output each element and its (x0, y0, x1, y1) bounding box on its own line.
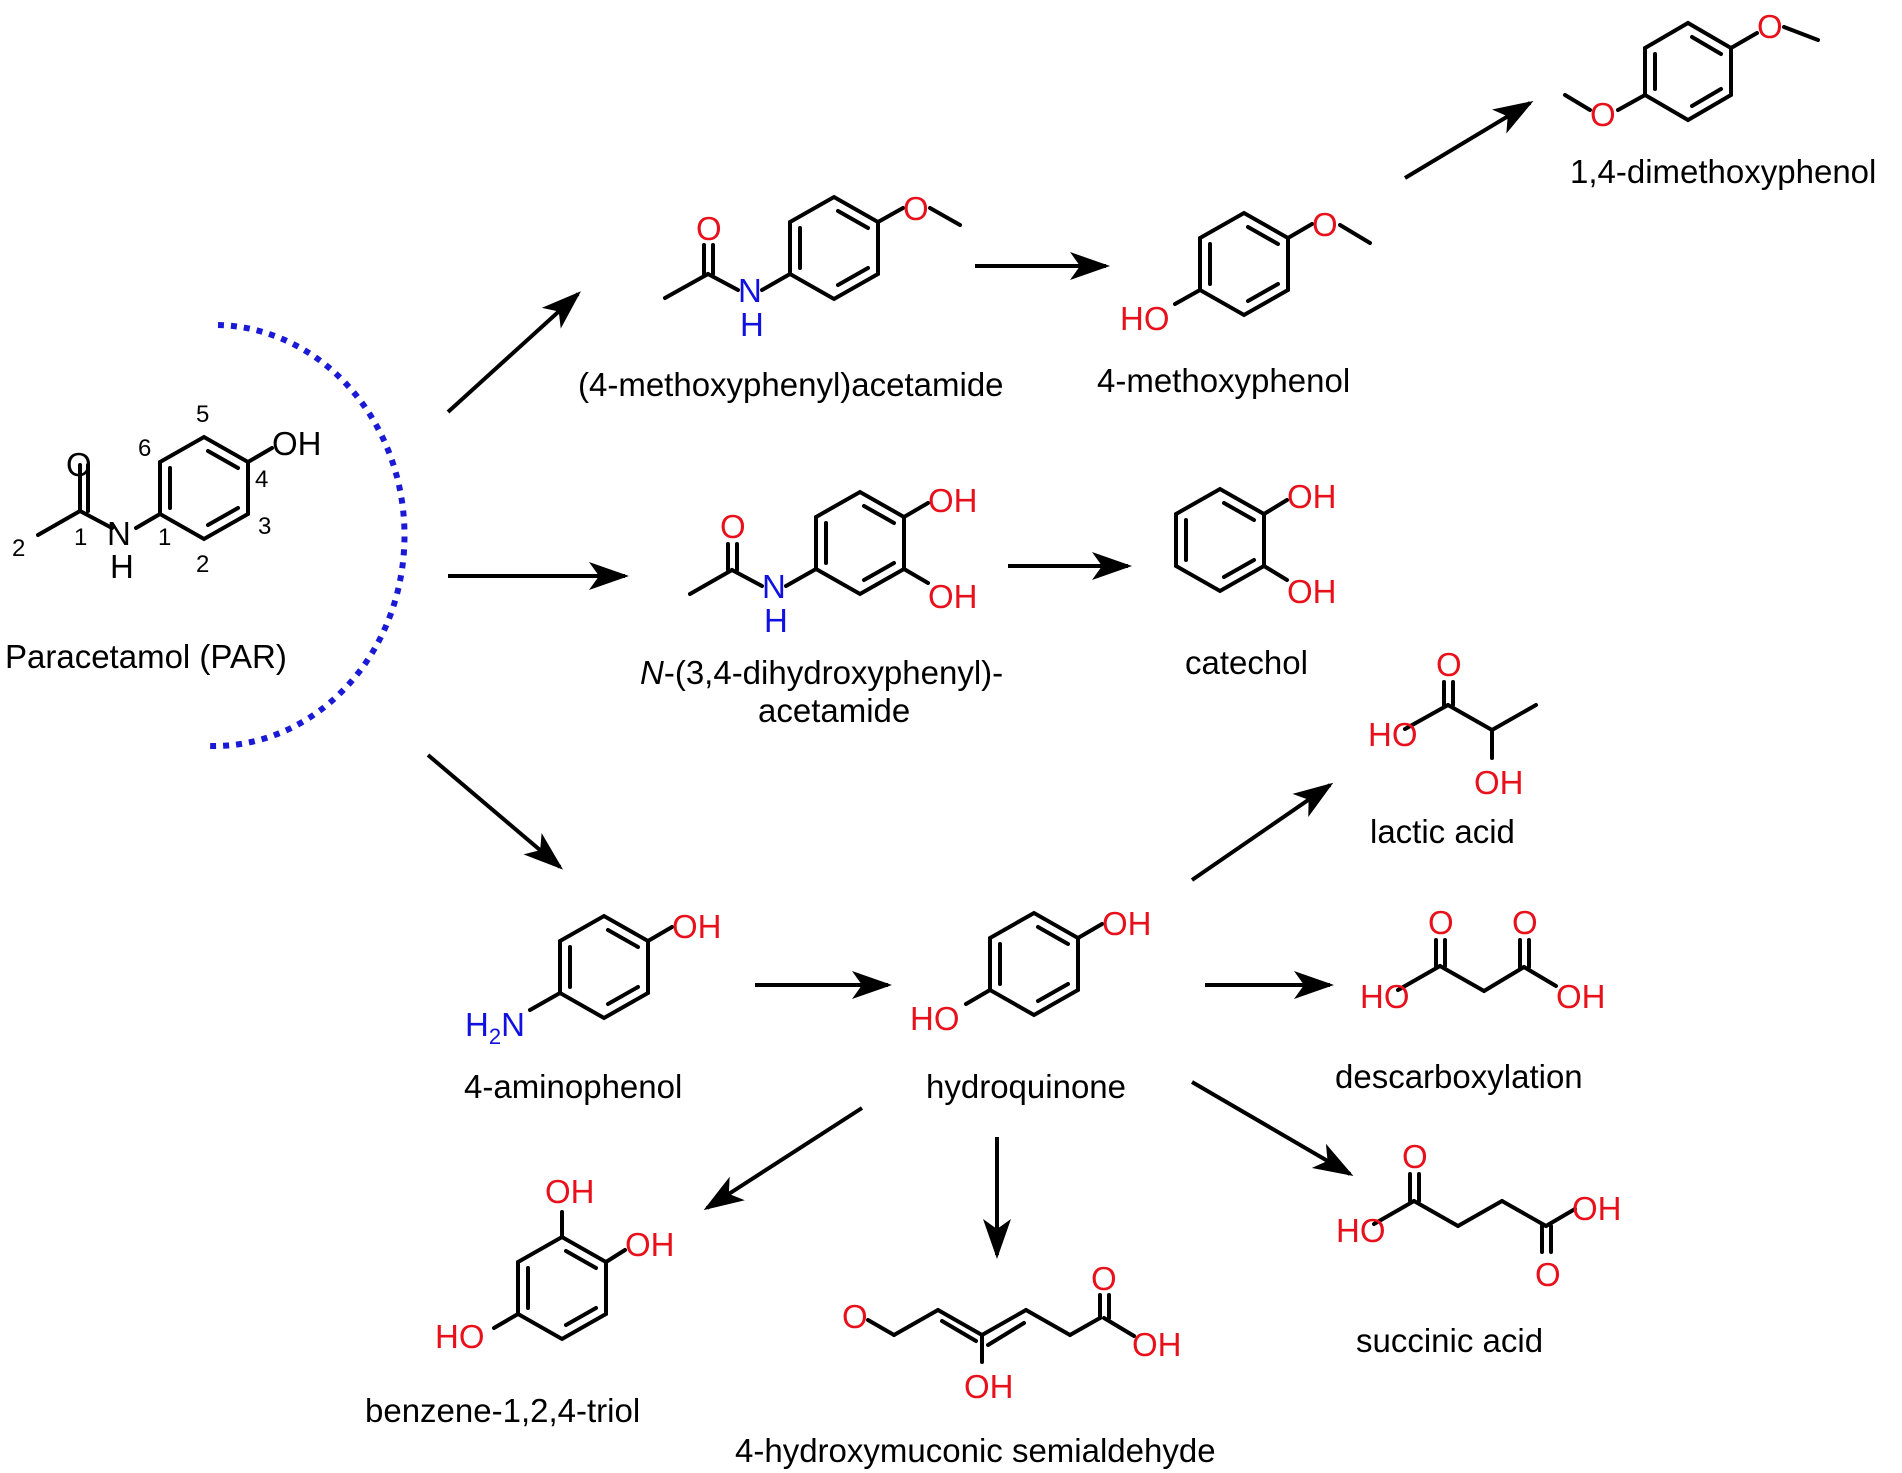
succinic-O-top: O (1402, 1138, 1428, 1175)
arrow-to-dimethoxyphenol (1403, 100, 1534, 180)
methoxyphenylacetamide-structure: O N H O (663, 190, 962, 343)
methoxyphenylacetamide-label: (4-methoxyphenyl)acetamide (578, 366, 1004, 403)
succinic-OH: OH (1572, 1190, 1622, 1227)
dihydroxyphenylacetamide-label-line1: N-(3,4-dihydroxyphenyl)- (640, 654, 1003, 691)
aminophenol-label: 4-aminophenol (464, 1068, 682, 1105)
hydroquinone-structure: HO OH (910, 905, 1152, 1037)
num-2-ring: 2 (196, 551, 209, 578)
malonic-O-right: O (1512, 904, 1538, 941)
mp-HO: HO (1120, 300, 1170, 337)
num-1-carbonyl: 1 (74, 524, 87, 551)
triol-HO: HO (435, 1318, 485, 1355)
hydroxymuconic-label: 4-hydroxymuconic semialdehyde (735, 1432, 1216, 1469)
lactic-O: O (1436, 646, 1462, 683)
catechol-OH-bottom: OH (1287, 573, 1337, 610)
h2n-H: H (465, 1006, 489, 1043)
mpa-H-atom: H (740, 306, 764, 343)
triol-OH-right: OH (625, 1226, 675, 1263)
mpa-O-carbonyl: O (696, 210, 722, 247)
dhpa-O-carbonyl: O (720, 508, 746, 545)
h2n-N: N (501, 1006, 525, 1043)
num-6-ring: 6 (138, 435, 151, 462)
paracetamol-O-atom: O (66, 446, 92, 483)
hq-HO: HO (910, 1000, 960, 1037)
mpa-N-atom: N (738, 272, 762, 309)
aminophenol-H2N: H2N (465, 1006, 525, 1049)
num-3-ring: 3 (258, 513, 271, 540)
dimethoxyphenol-structure: O O (1563, 8, 1820, 133)
malonic-acid-structure: O O HO OH (1360, 904, 1606, 1015)
dihydroxy-N-italic: N (640, 654, 664, 691)
dihydroxy-line1-rest: -(3,4-dihydroxyphenyl)- (664, 654, 1003, 691)
hydroquinone-label: hydroquinone (926, 1068, 1126, 1105)
paracetamol-label: Paracetamol (PAR) (5, 638, 287, 675)
dhpa-OH-bottom: OH (928, 578, 978, 615)
aminophenol-OH: OH (672, 908, 722, 945)
hms-O-acid: O (1091, 1260, 1117, 1297)
mp-O-methoxy: O (1312, 206, 1338, 243)
succinic-acid-structure: O HO OH O (1336, 1138, 1622, 1293)
paracetamol-OH: OH (272, 425, 322, 462)
lactic-OH: OH (1474, 764, 1524, 801)
malonic-OH: OH (1556, 978, 1606, 1015)
catechol-label: catechol (1185, 644, 1308, 681)
lactic-acid-label: lactic acid (1370, 813, 1515, 850)
benzenetriol-label: benzene-1,2,4-triol (365, 1392, 640, 1429)
num-1-ring: 1 (158, 524, 171, 551)
succinic-O-bottom: O (1535, 1256, 1561, 1293)
aminophenol-structure: H2N OH (465, 908, 722, 1049)
hydroxymuconic-structure: O O OH OH (842, 1260, 1182, 1405)
dihydroxyphenylacetamide-structure: O N H OH OH (688, 482, 978, 639)
h2n-subscript-2: 2 (489, 1024, 501, 1049)
succinic-acid-label: succinic acid (1356, 1322, 1543, 1359)
hms-O-aldehyde: O (842, 1298, 868, 1335)
hq-OH: OH (1102, 905, 1152, 942)
dimethoxyphenol-label: 1,4-dimethoxyphenol (1570, 153, 1876, 190)
hms-OH-enol: OH (964, 1368, 1014, 1405)
methoxyphenol-structure: HO O (1120, 206, 1372, 337)
num-2-methyl: 2 (12, 535, 25, 562)
methoxyphenol-label: 4-methoxyphenol (1097, 362, 1350, 399)
paracetamol-H-atom: H (110, 548, 134, 585)
dmp-O-right: O (1757, 8, 1783, 45)
arrow-to-aminophenol (426, 753, 564, 870)
descarboxylation-label: descarboxylation (1335, 1058, 1583, 1095)
paracetamol-N-atom: N (107, 515, 131, 552)
dhpa-H-atom: H (764, 602, 788, 639)
malonic-HO: HO (1360, 978, 1410, 1015)
dhpa-N-atom: N (762, 568, 786, 605)
dhpa-OH-top: OH (928, 482, 978, 519)
arrow-to-benzenetriol (703, 1106, 864, 1211)
paracetamol-structure: O N H OH 2 1 1 2 3 4 5 6 (12, 401, 322, 585)
benzenetriol-structure: OH OH HO (435, 1173, 675, 1355)
succinic-HO: HO (1336, 1212, 1386, 1249)
triol-OH-top: OH (545, 1173, 595, 1210)
arrow-to-methoxyacetamide (446, 291, 581, 414)
arrow-to-lactic-acid (1190, 782, 1334, 882)
lactic-acid-structure: O HO OH (1368, 646, 1538, 801)
mpa-O-methoxy: O (903, 190, 929, 227)
arrow-to-succinic-acid (1190, 1080, 1354, 1177)
adsorption-arc (209, 322, 408, 750)
dihydroxyphenylacetamide-label-line2: acetamide (758, 692, 910, 729)
malonic-O-left: O (1428, 904, 1454, 941)
lactic-HO: HO (1368, 716, 1418, 753)
num-4-ring: 4 (255, 466, 268, 493)
catechol-OH-top: OH (1287, 478, 1337, 515)
catechol-structure: OH OH (1174, 478, 1337, 610)
hms-OH-acid: OH (1132, 1326, 1182, 1363)
dmp-O-left: O (1590, 96, 1616, 133)
num-5-ring: 5 (196, 401, 209, 428)
